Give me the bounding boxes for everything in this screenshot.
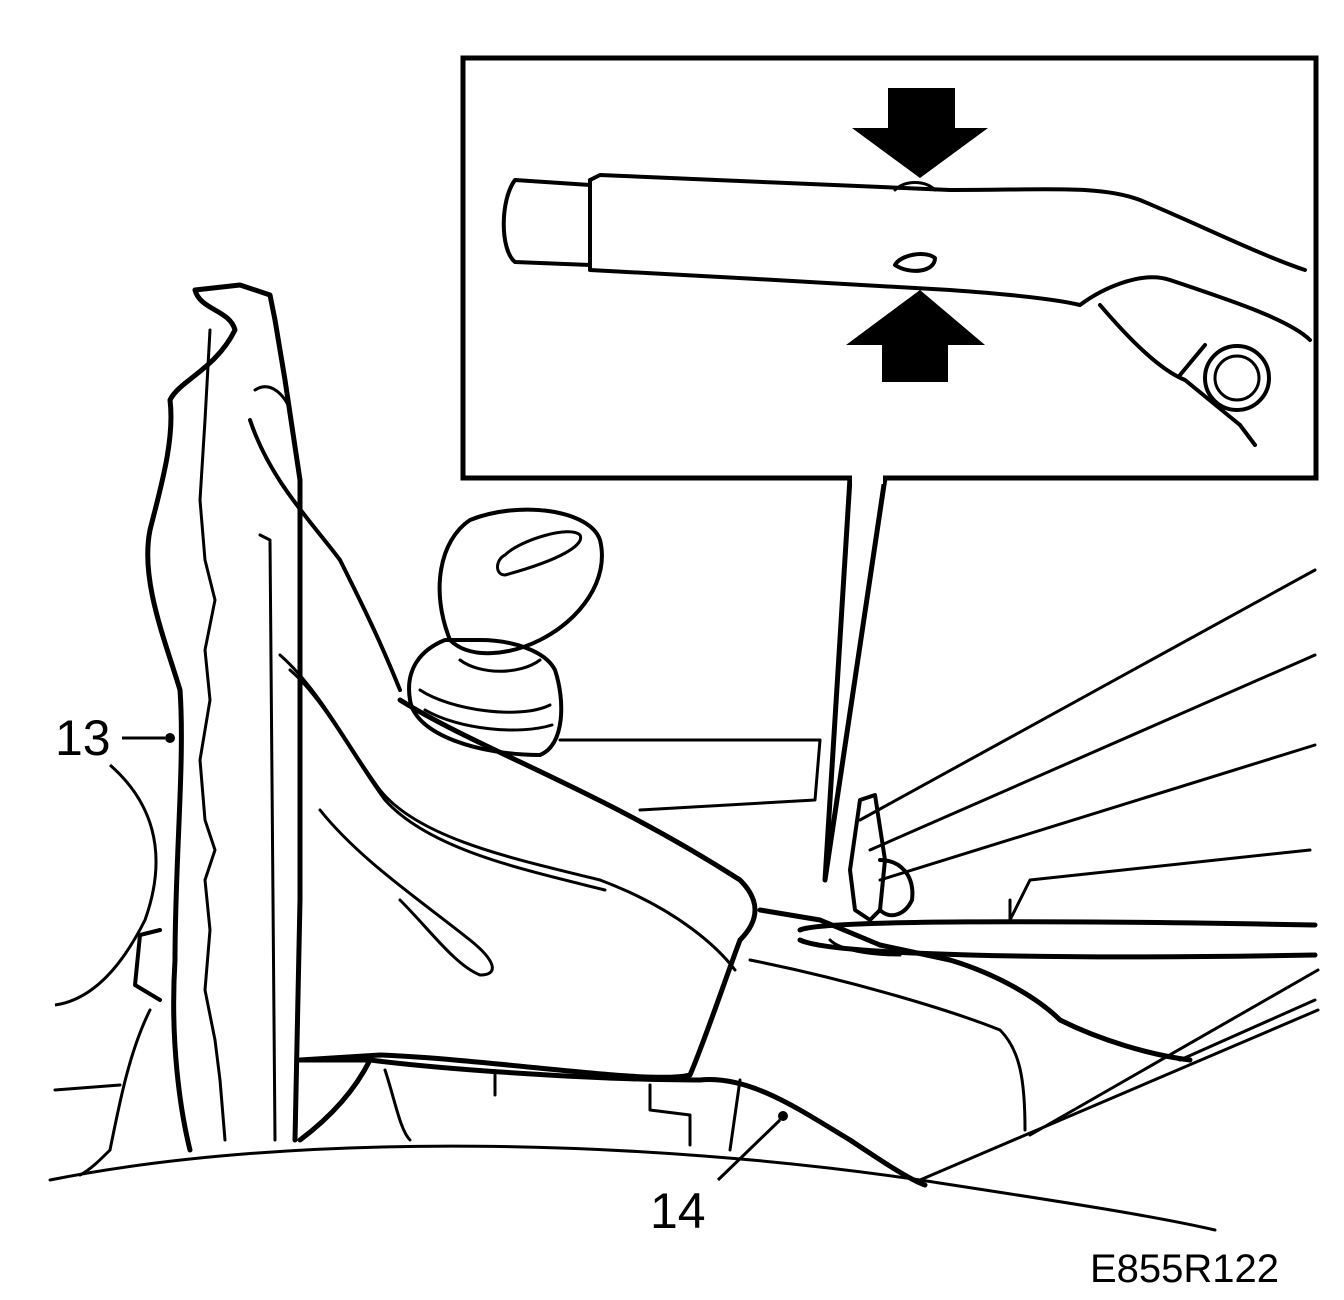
center-console-14 — [278, 653, 1193, 1188]
detail-inset-box — [460, 55, 1319, 883]
gear-lever — [407, 507, 822, 812]
arrow-up-icon — [846, 290, 985, 382]
inset-pointer — [822, 477, 888, 883]
figure-code: E855R122 — [1090, 1247, 1279, 1291]
console-side-panel-13 — [78, 282, 402, 1177]
arrow-down-icon — [852, 88, 988, 178]
floor-lines — [48, 568, 1320, 1232]
handbrake-lever — [797, 793, 1318, 960]
callout-13: 13 — [54, 710, 175, 1007]
inset-lever-detail — [501, 173, 1312, 447]
callout-14: 14 — [650, 1111, 788, 1239]
callout-13-label: 13 — [55, 710, 111, 766]
callout-14-label: 14 — [650, 1183, 706, 1239]
